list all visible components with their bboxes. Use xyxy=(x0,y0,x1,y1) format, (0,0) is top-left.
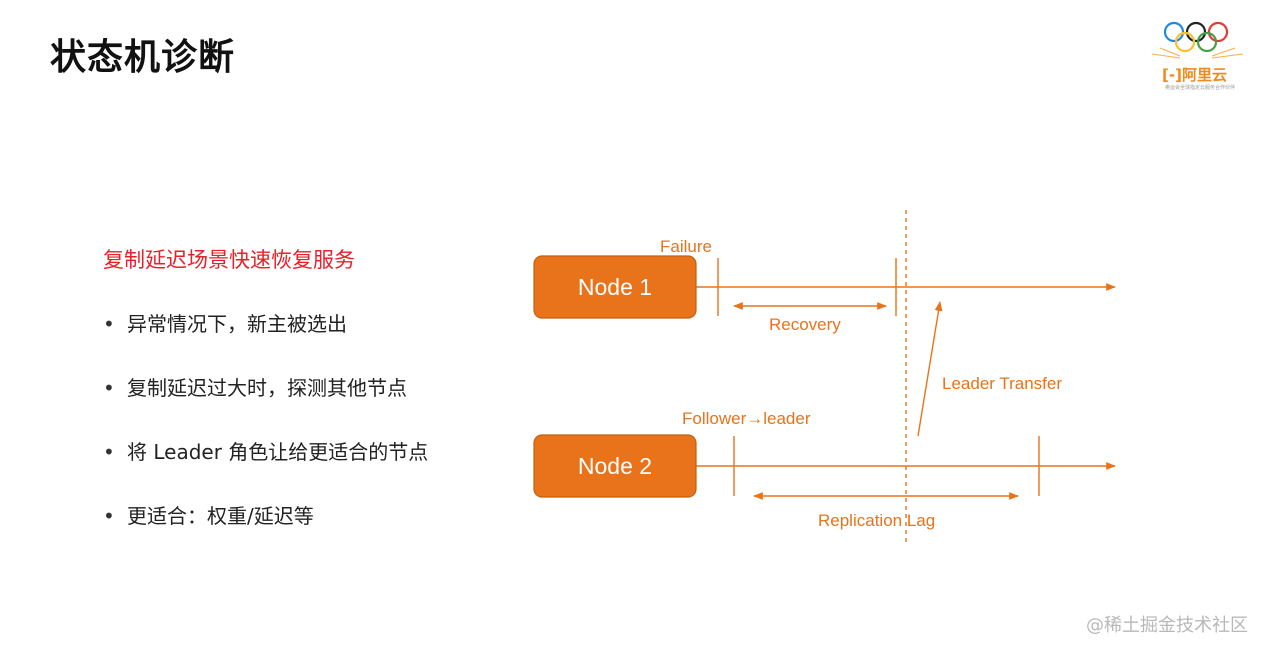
failure-label: Failure xyxy=(660,237,712,256)
node1-label: Node 1 xyxy=(578,274,652,300)
leader-transfer-label: Leader Transfer xyxy=(942,374,1062,393)
bullet-item: • 复制延迟过大时，探测其他节点 xyxy=(103,374,428,438)
recovery-label: Recovery xyxy=(769,315,841,334)
replication-lag-label: Replication Lag xyxy=(818,511,935,530)
page-title: 状态机诊断 xyxy=(50,37,236,78)
bullet-list: • 异常情况下，新主被选出 • 复制延迟过大时，探测其他节点 • 将 Leader 角… xyxy=(103,310,428,566)
watermark: @稀土掘金技术社区 xyxy=(1086,615,1248,636)
bullet-dot-icon: • xyxy=(103,312,115,336)
bullet-item: • 将 Leader 角色让给更适合的节点 xyxy=(103,438,428,502)
bullet-dot-icon: • xyxy=(103,504,115,528)
bullet-text: 将 Leader 角色让给更适合的节点 xyxy=(127,440,429,464)
node2-label: Node 2 xyxy=(578,453,652,479)
follower-leader-label: Follower→leader xyxy=(682,409,811,428)
bullet-dot-icon: • xyxy=(103,376,115,400)
bullet-item: • 异常情况下，新主被选出 xyxy=(103,310,428,374)
bullet-text: 更适合：权重/延迟等 xyxy=(127,504,314,528)
bullet-dot-icon: • xyxy=(103,440,115,464)
brand-name: 阿里云 xyxy=(1181,66,1227,84)
brand-tagline: 奥运会全球指定云服务合作伙伴 xyxy=(1164,85,1235,91)
state-machine-diagram: Node 1 Node 2 Failure Recovery Leader Tr… xyxy=(533,210,1116,545)
bullet-text: 复制延迟过大时，探测其他节点 xyxy=(127,376,407,400)
node2-box xyxy=(533,434,697,498)
brand-bracket-icon: [-] xyxy=(1162,66,1182,84)
leader-transfer-arrow xyxy=(917,301,943,437)
node1-box xyxy=(533,255,697,319)
bullet-item: • 更适合：权重/延迟等 xyxy=(103,502,428,566)
bullet-text: 异常情况下，新主被选出 xyxy=(127,312,347,336)
brand-logo-text: [-]阿里云 xyxy=(1162,64,1227,85)
olympic-rings-icon xyxy=(1151,21,1244,59)
section-subtitle: 复制延迟场景快速恢复服务 xyxy=(103,248,355,272)
